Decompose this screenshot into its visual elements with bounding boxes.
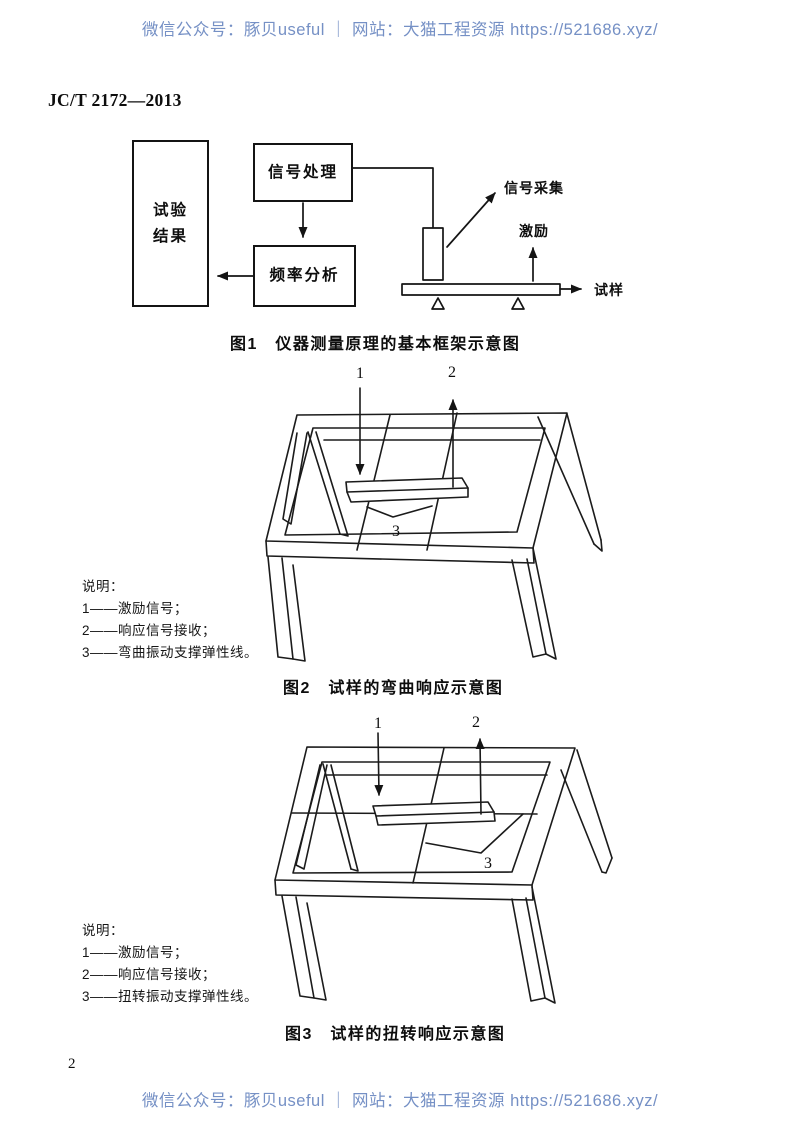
tabletop-inner xyxy=(284,427,546,536)
frequency-analysis-box: 频率分析 xyxy=(253,245,356,307)
watermark-header: 微信公众号：豚贝useful ｜ 网站：大猫工程资源 https://52168… xyxy=(141,21,659,39)
signal-processing-label: 信号处理 xyxy=(267,163,338,181)
legend-item: 3——扭转振动支撑弹性线。 xyxy=(82,989,259,1004)
specimen-slab-ridge xyxy=(375,811,495,817)
tabletop-outer xyxy=(265,412,568,549)
leader-3 xyxy=(425,813,524,854)
rear-right-leg xyxy=(576,749,613,859)
back-left-leg-bar2 xyxy=(330,764,359,872)
back-left-leg-bar2 xyxy=(315,431,349,537)
back-left-leg xyxy=(295,764,328,870)
rear-right-foot xyxy=(593,539,603,552)
legend-item: 3——弯曲振动支撑弹性线。 xyxy=(82,645,259,660)
sensor-rect xyxy=(422,227,444,281)
legend-title: 说明： xyxy=(82,579,124,594)
legend-item: 2——响应信号接收； xyxy=(82,623,217,638)
signal-acquisition-label: 信号采集 xyxy=(504,180,564,196)
rear-right-foot xyxy=(601,857,613,874)
excitation-arrow xyxy=(374,732,384,796)
front-right-leg-side xyxy=(531,886,556,1004)
specimen-slab-ridge xyxy=(346,487,469,493)
test-result-box: 试验 结果 xyxy=(132,140,209,307)
marker-1: 1 xyxy=(374,715,382,732)
support-triangle-right xyxy=(511,297,525,310)
figure3-caption: 图3 试样的扭转响应示意图 xyxy=(285,1026,506,1043)
front-left-leg xyxy=(267,556,294,660)
test-result-line1: 试验 xyxy=(152,201,188,219)
figure3-legend: 说明： 1——激励信号； 2——响应信号接收； 3——扭转振动支撑弹性线。 xyxy=(82,920,258,1008)
back-left-leg xyxy=(282,432,308,525)
marker-1: 1 xyxy=(356,365,364,382)
front-right-leg-side xyxy=(532,547,557,660)
marker-2: 2 xyxy=(448,364,456,381)
test-result-line2: 结果 xyxy=(152,227,188,245)
front-right-leg xyxy=(511,558,547,658)
marker-2: 2 xyxy=(472,714,480,731)
back-left-leg-bar xyxy=(322,763,352,870)
watermark-footer: 微信公众号：豚贝useful ｜ 网站：大猫工程资源 https://52168… xyxy=(141,1092,659,1110)
back-left-leg-bar xyxy=(307,431,341,535)
frequency-analysis-label: 频率分析 xyxy=(269,267,340,285)
front-rim xyxy=(265,540,535,564)
connector-signal-to-sensor xyxy=(352,167,434,229)
marker-3: 3 xyxy=(392,523,400,540)
figure2-caption: 图2 试样的弯曲响应示意图 xyxy=(283,680,504,697)
signal-processing-box: 信号处理 xyxy=(253,143,353,202)
front-right-leg xyxy=(511,897,546,1002)
rear-right-leg2 xyxy=(566,413,602,541)
marker-3: 3 xyxy=(484,855,492,872)
legend-item: 1——激励信号； xyxy=(82,945,189,960)
tabletop-outer xyxy=(274,746,576,886)
specimen-bar xyxy=(401,283,561,296)
rear-right-leg2 xyxy=(560,769,603,873)
standard-code-heading: JC/T 2172—2013 xyxy=(48,90,182,110)
figure1-caption: 图1 仪器测量原理的基本框架示意图 xyxy=(230,336,521,353)
figure2-diagram: 1 2 3 xyxy=(265,364,603,662)
figure3-diagram: 1 2 3 xyxy=(274,714,613,1004)
figure1-diagram xyxy=(217,167,582,310)
front-left-leg-side xyxy=(306,902,327,1001)
response-arrow xyxy=(475,738,485,815)
front-left-leg xyxy=(281,895,315,999)
legend-item: 1——激励信号； xyxy=(82,601,189,616)
arrow-signal-acquisition xyxy=(446,192,496,248)
figure2-legend: 说明： 1——激励信号； 2——响应信号接收； 3——弯曲振动支撑弹性线。 xyxy=(82,576,258,664)
page-number: 2 xyxy=(68,1056,76,1072)
leader-3 xyxy=(366,505,433,518)
excitation-label: 激励 xyxy=(519,223,549,239)
legend-item: 2——响应信号接收； xyxy=(82,967,217,982)
rear-right-leg xyxy=(537,416,595,545)
legend-title: 说明： xyxy=(82,923,124,938)
specimen-label: 试样 xyxy=(594,282,624,298)
support-triangle-left xyxy=(431,297,445,310)
front-left-leg-side xyxy=(292,564,306,662)
